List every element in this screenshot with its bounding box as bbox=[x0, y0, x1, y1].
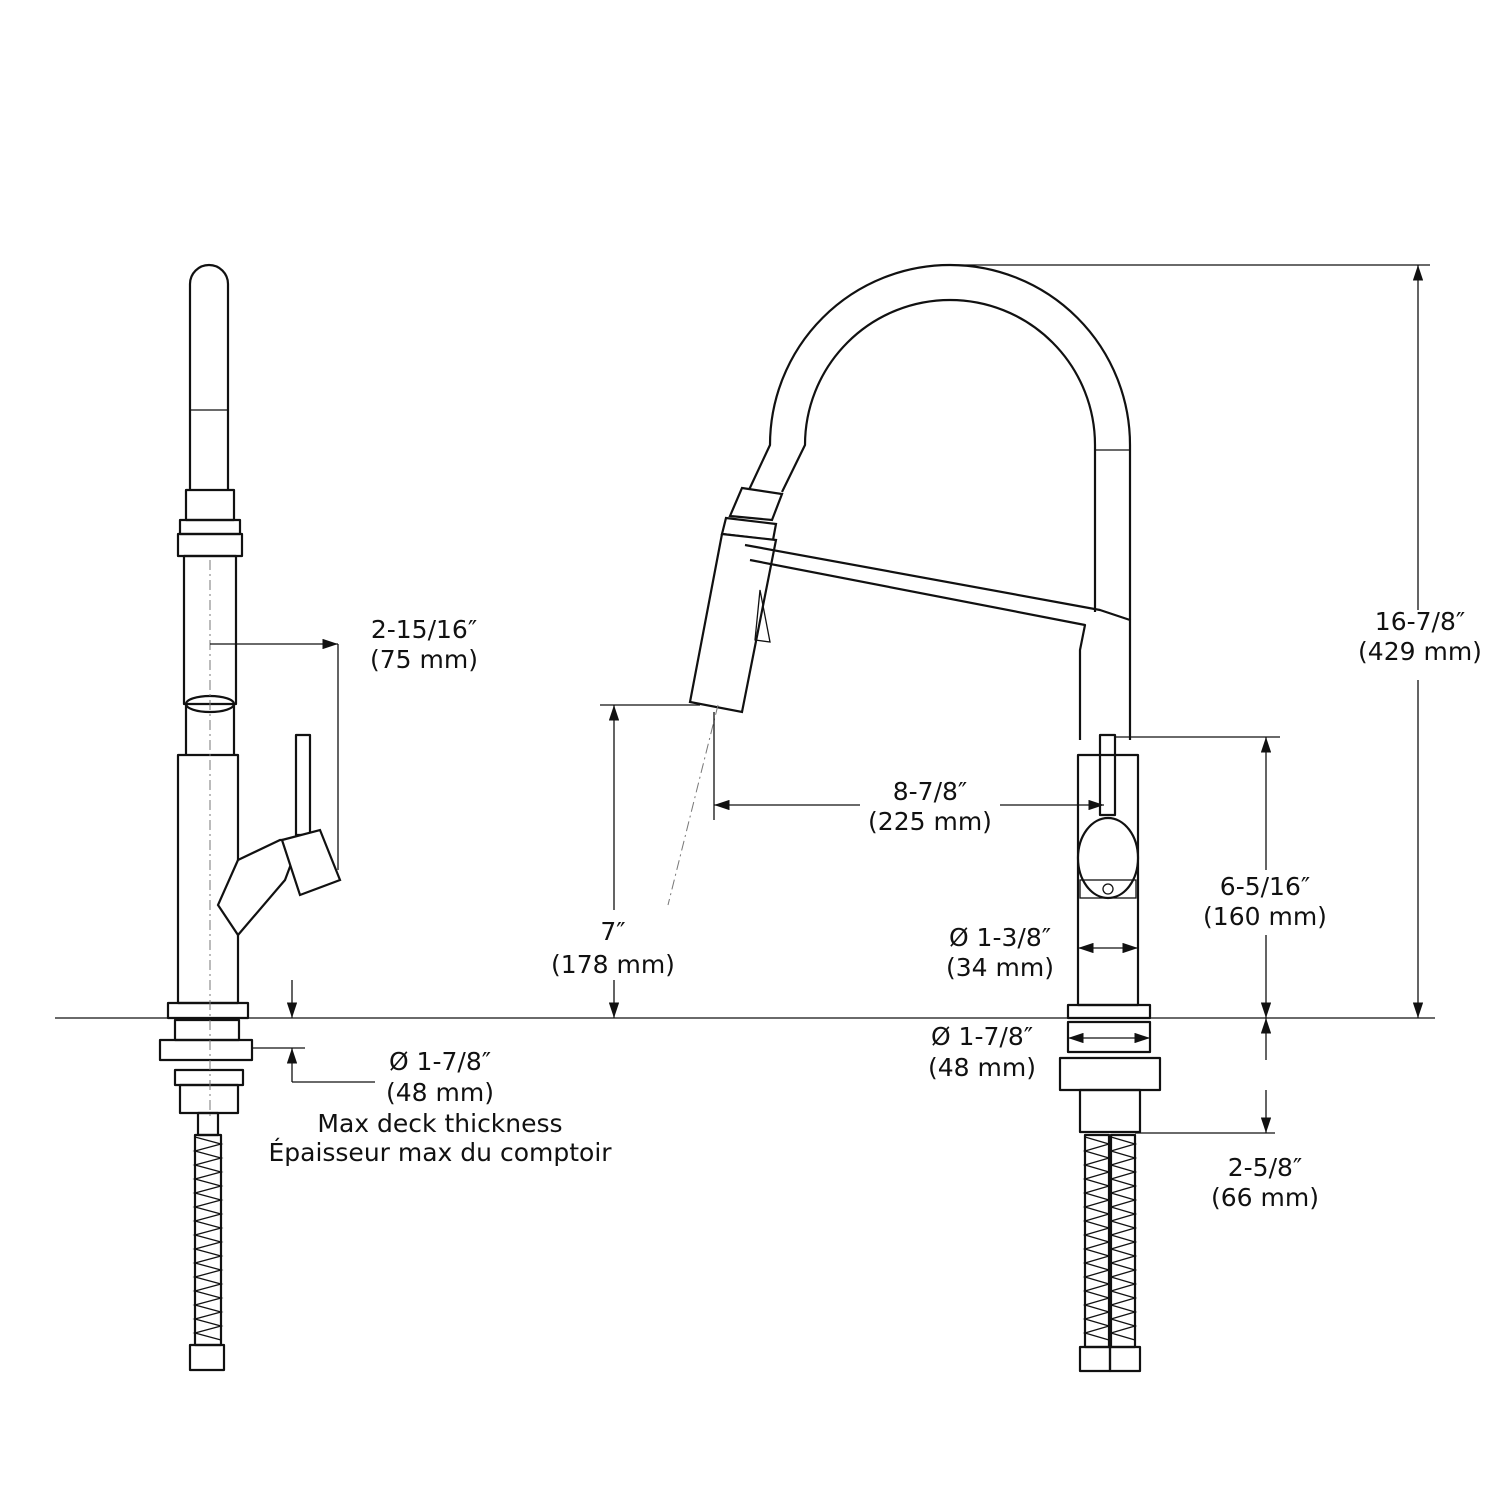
dim-deck-imperial: Ø 1-7/8″ bbox=[389, 1047, 491, 1076]
dim-deck-label-fr: Épaisseur max du comptoir bbox=[268, 1138, 612, 1167]
dim-handle-metric: (160 mm) bbox=[1203, 902, 1327, 931]
faucet-front-view bbox=[667, 263, 1162, 1373]
dim-body-dia-metric: (34 mm) bbox=[946, 953, 1054, 982]
dim-spray-height-imperial: 7″ bbox=[600, 917, 625, 946]
dim-reach-imperial: 8-7/8″ bbox=[893, 777, 968, 806]
dim-base-dia-imperial: Ø 1-7/8″ bbox=[931, 1022, 1033, 1051]
dim-shank-imperial: 2-5/8″ bbox=[1228, 1153, 1303, 1182]
dim-side-reach-imperial: 2-15/16″ bbox=[371, 615, 477, 644]
dim-base-dia-metric: (48 mm) bbox=[928, 1053, 1036, 1082]
dim-height-imperial: 16-7/8″ bbox=[1375, 607, 1465, 636]
dim-spray-height-metric: (178 mm) bbox=[551, 950, 675, 979]
dim-body-dia-imperial: Ø 1-3/8″ bbox=[949, 923, 1051, 952]
dim-reach-metric: (225 mm) bbox=[868, 807, 992, 836]
dim-height-metric: (429 mm) bbox=[1358, 637, 1482, 666]
dim-handle-imperial: 6-5/16″ bbox=[1220, 872, 1310, 901]
dim-deck-metric: (48 mm) bbox=[386, 1078, 494, 1107]
dim-shank-metric: (66 mm) bbox=[1211, 1183, 1319, 1212]
dim-side-reach-metric: (75 mm) bbox=[370, 645, 478, 674]
dim-deck-label-en: Max deck thickness bbox=[317, 1109, 562, 1138]
faucet-side-view bbox=[158, 263, 342, 1372]
